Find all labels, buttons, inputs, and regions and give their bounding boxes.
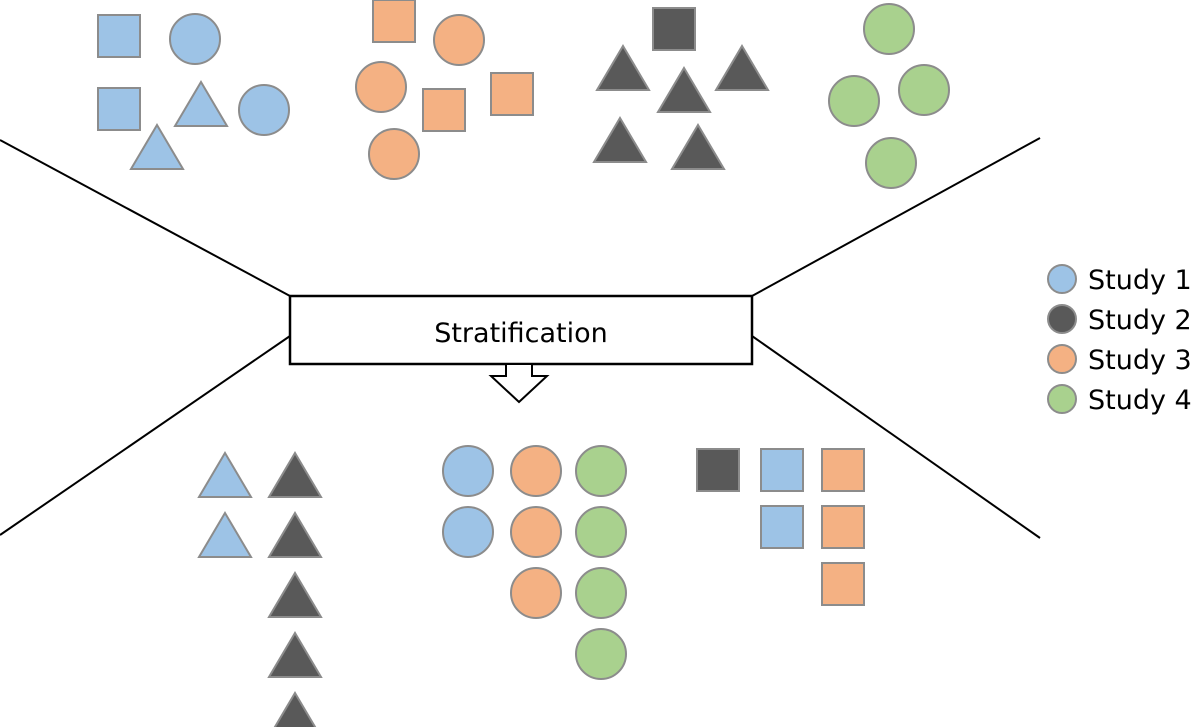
legend-item-study4: Study 4 <box>1047 384 1192 416</box>
circle-study1 <box>169 13 221 65</box>
legend-label-study4: Study 4 <box>1088 385 1192 416</box>
circle-study4 <box>575 567 627 619</box>
square-study2 <box>696 448 740 492</box>
pooled-group-study4 <box>828 3 950 189</box>
funnel-line-bottom-left <box>0 335 291 536</box>
triangle-study1 <box>173 80 229 127</box>
triangle-study2 <box>714 44 770 91</box>
circle-study4 <box>828 75 880 127</box>
triangle-study2 <box>267 451 323 498</box>
legend-label-study3: Study 3 <box>1088 345 1192 376</box>
triangle-study2 <box>595 44 651 91</box>
square-study1 <box>760 505 804 549</box>
circle-study4 <box>575 445 627 497</box>
stratification-label: Stratification <box>434 318 608 349</box>
square-study1 <box>97 14 141 58</box>
triangle-study2 <box>267 511 323 558</box>
triangle-study2 <box>656 66 712 113</box>
circle-study1 <box>238 84 290 136</box>
square-study3 <box>490 72 534 116</box>
circle-study1 <box>442 506 494 558</box>
pooled-group-study3 <box>355 0 534 180</box>
circle-study1 <box>442 445 494 497</box>
legend-swatch-study4 <box>1047 384 1077 414</box>
square-study3 <box>821 505 865 549</box>
triangle-study2 <box>273 691 317 727</box>
circle-study3 <box>368 128 420 180</box>
legend-item-study1: Study 1 <box>1047 264 1192 296</box>
funnel-line-top-right <box>751 137 1041 297</box>
circle-study4 <box>575 628 627 680</box>
square-study1 <box>760 448 804 492</box>
legend-item-study3: Study 3 <box>1047 344 1192 376</box>
circle-study3 <box>510 567 562 619</box>
circle-study4 <box>865 137 917 189</box>
legend-label-study2: Study 2 <box>1088 305 1192 336</box>
square-study3 <box>821 562 865 606</box>
stratification-box: Stratification <box>288 294 754 366</box>
stratum-circles <box>442 445 627 680</box>
circle-study4 <box>863 3 915 55</box>
square-study3 <box>422 88 466 132</box>
legend-item-study2: Study 2 <box>1047 304 1192 336</box>
stratified-shapes <box>197 445 865 727</box>
pooled-group-study2 <box>592 7 770 170</box>
square-study2 <box>652 7 696 51</box>
triangle-study2 <box>267 571 323 618</box>
circle-study3 <box>433 14 485 66</box>
legend-swatch-study3 <box>1047 344 1077 374</box>
funnel-line-top-left <box>0 139 291 297</box>
legend-swatch-study1 <box>1047 264 1077 294</box>
triangle-study1 <box>197 451 253 498</box>
circle-study3 <box>510 506 562 558</box>
square-study1 <box>97 87 141 131</box>
funnel-line-bottom-right <box>751 335 1041 539</box>
legend-swatch-study2 <box>1047 304 1077 334</box>
stratum-squares <box>696 448 865 606</box>
triangle-study2 <box>267 631 323 678</box>
triangle-study2 <box>670 123 726 170</box>
square-study3 <box>821 448 865 492</box>
stratum-triangles <box>197 451 323 727</box>
triangle-study1 <box>197 511 253 558</box>
down-arrow-icon <box>488 363 550 404</box>
pooled-shapes <box>97 0 950 189</box>
pooled-group-study1 <box>97 13 290 170</box>
square-study3 <box>372 0 416 43</box>
circle-study3 <box>355 61 407 113</box>
legend: Study 1 Study 2 Study 3 Study 4 <box>1047 264 1192 416</box>
triangle-study2 <box>592 116 648 163</box>
circle-study4 <box>898 64 950 116</box>
triangle-study1 <box>129 123 185 170</box>
circle-study3 <box>510 445 562 497</box>
circle-study4 <box>575 506 627 558</box>
legend-label-study1: Study 1 <box>1088 265 1192 296</box>
